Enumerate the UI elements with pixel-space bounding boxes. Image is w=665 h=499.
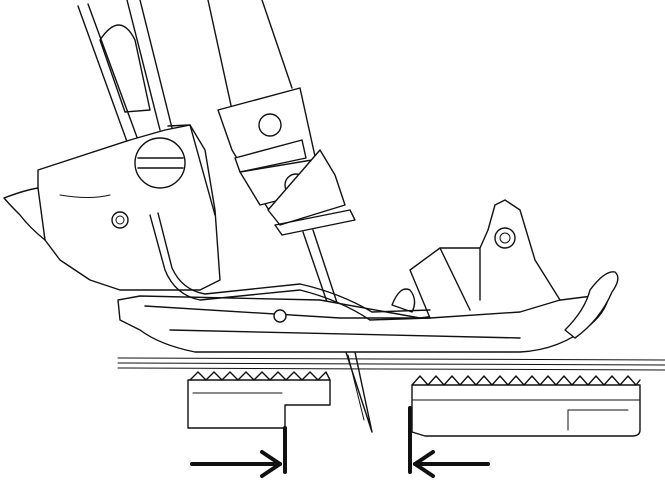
right-arrow-icon: [190, 450, 282, 478]
needle: [302, 229, 373, 433]
foot-shank: [3, 124, 221, 291]
feed-dog-right: [411, 375, 641, 437]
thumb-screw: [134, 137, 186, 189]
presser-foot: [117, 199, 619, 353]
shank-hole: [111, 211, 129, 229]
needle-bar: [207, 0, 293, 111]
feed-dog-left: [187, 371, 331, 429]
left-arrow-icon: [413, 450, 490, 478]
needle-plate: [117, 357, 665, 371]
needle-clamp: [217, 87, 356, 236]
thread: [149, 212, 431, 321]
presser-bar: [77, 0, 173, 151]
